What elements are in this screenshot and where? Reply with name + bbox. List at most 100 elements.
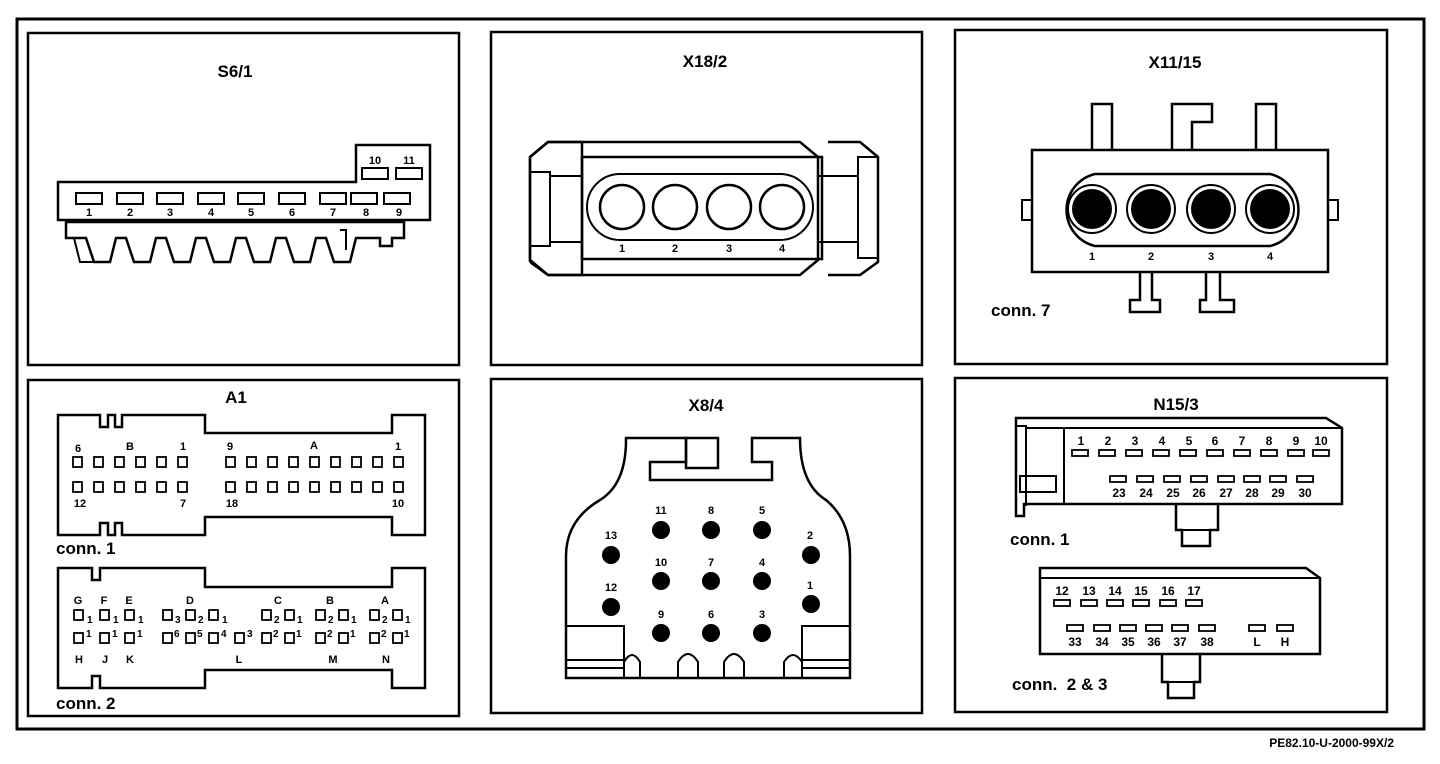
pin-label: 38 bbox=[1200, 635, 1214, 649]
panel-frame bbox=[26, 378, 461, 718]
panel-frame bbox=[953, 28, 1389, 366]
pin-label: 1 bbox=[395, 441, 401, 453]
pin-label: 8 bbox=[708, 505, 714, 517]
top-tab bbox=[1170, 102, 1214, 150]
a1-conn2-body bbox=[56, 566, 427, 690]
outer-frame bbox=[15, 17, 1426, 731]
pin-label: 3 bbox=[759, 609, 765, 621]
pin-label: 7 bbox=[708, 557, 714, 569]
pin-label: 6 bbox=[75, 443, 81, 455]
pin-subscript: 1 bbox=[296, 629, 302, 640]
pin-subscript: 1 bbox=[404, 629, 410, 640]
pin-label: 12 bbox=[1055, 584, 1069, 598]
pin-letter: N bbox=[382, 654, 390, 666]
pin-label: 7 bbox=[1239, 434, 1246, 448]
pin-label: 8 bbox=[1266, 434, 1273, 448]
pin-label: 2 bbox=[672, 243, 678, 255]
right-wing bbox=[828, 140, 880, 277]
pin-subscript: 2 bbox=[274, 615, 280, 626]
bottom-tab bbox=[1198, 272, 1236, 314]
a1-conn2-letters-bottom: H J K L M N bbox=[75, 654, 390, 666]
n15-conn23-body bbox=[1038, 566, 1322, 656]
pin-subscript: 2 bbox=[327, 629, 333, 640]
pin-label: 15 bbox=[1134, 584, 1148, 598]
pin-label: 23 bbox=[1112, 486, 1126, 500]
pin-label: 13 bbox=[605, 530, 617, 542]
pin-letter: E bbox=[125, 595, 132, 607]
a1-conn2-letters-top: G F E D C B A bbox=[74, 595, 389, 607]
n15-conn23-row2-pins bbox=[1066, 624, 1294, 632]
pin-subscript: 3 bbox=[247, 629, 253, 640]
pin-letter: K bbox=[126, 654, 134, 666]
pin-label: 14 bbox=[1108, 584, 1122, 598]
panel-s6-1: S6/1 1 2 3 4 5 6 7 8 9 10 11 bbox=[26, 31, 461, 367]
pin-label: 1 bbox=[86, 207, 92, 219]
pin-letter: A bbox=[381, 595, 389, 607]
pin-label: 25 bbox=[1166, 486, 1180, 500]
panel-n15-3: N15/3 1 2 3 4 5 6 7 8 9 10 23 24 25 bbox=[953, 376, 1389, 714]
pin-label: 11 bbox=[655, 505, 667, 517]
pin-label: 4 bbox=[208, 207, 215, 219]
pin-label: 7 bbox=[180, 498, 186, 510]
pin-label: 7 bbox=[330, 207, 336, 219]
pin-label: 33 bbox=[1068, 635, 1082, 649]
pin-letter: F bbox=[101, 595, 108, 607]
conn-label: conn. 7 bbox=[991, 301, 1051, 320]
pin-subscript: 2 bbox=[273, 629, 279, 640]
left-wing bbox=[529, 140, 584, 277]
pin-socket bbox=[1072, 189, 1112, 229]
pin-label: 9 bbox=[396, 207, 402, 219]
pin-subscript: 1 bbox=[87, 615, 93, 626]
pin-block bbox=[580, 155, 824, 261]
pin-label: 9 bbox=[227, 441, 233, 453]
pin-socket bbox=[1250, 189, 1290, 229]
pin-label: 24 bbox=[1139, 486, 1153, 500]
pin-subscript: 1 bbox=[351, 615, 357, 626]
pin-label: 2 bbox=[1105, 434, 1112, 448]
panel-title: X11/15 bbox=[1149, 53, 1202, 72]
pin-label: A bbox=[310, 440, 318, 452]
pin-socket bbox=[651, 183, 699, 231]
pin-socket bbox=[1131, 189, 1171, 229]
pin-label: 35 bbox=[1121, 635, 1135, 649]
pin-label: 5 bbox=[759, 505, 765, 517]
pin-label: 4 bbox=[1267, 251, 1274, 263]
pin-label: 6 bbox=[289, 207, 295, 219]
pin-subscript: 5 bbox=[197, 629, 203, 640]
pin-label: 27 bbox=[1219, 486, 1233, 500]
pin-label: 4 bbox=[1159, 434, 1166, 448]
connector-housing bbox=[564, 436, 852, 680]
n15-conn1-row1-pins bbox=[1071, 449, 1330, 457]
pin-label: 11 bbox=[403, 155, 415, 167]
pin-subscript: 3 bbox=[175, 615, 181, 626]
pin-label: 37 bbox=[1173, 635, 1187, 649]
pin-label: B bbox=[126, 441, 134, 453]
conn-label: conn. 2 bbox=[56, 694, 116, 713]
pin-label: 5 bbox=[248, 207, 254, 219]
pin-subscript: 2 bbox=[382, 615, 388, 626]
pin-label: 1 bbox=[619, 243, 625, 255]
panel-title: A1 bbox=[225, 388, 247, 407]
pin-label: 28 bbox=[1245, 486, 1259, 500]
pin-subscript: 2 bbox=[381, 629, 387, 640]
pin-label: 26 bbox=[1192, 486, 1206, 500]
pin-label: 2 bbox=[127, 207, 133, 219]
pin-socket bbox=[598, 183, 646, 231]
pin-letter: M bbox=[328, 654, 337, 666]
pin-label: 2 bbox=[1148, 251, 1154, 263]
pin-subscript: 1 bbox=[112, 629, 118, 640]
pin-label: 30 bbox=[1298, 486, 1312, 500]
pin-letter: H bbox=[75, 654, 83, 666]
pin-subscript: 1 bbox=[405, 615, 411, 626]
pin-subscript: 1 bbox=[138, 615, 144, 626]
key-tab bbox=[684, 436, 720, 470]
pin-socket bbox=[705, 183, 753, 231]
pin-label: 16 bbox=[1161, 584, 1175, 598]
pin-label: 10 bbox=[392, 498, 404, 510]
pin-label: 9 bbox=[658, 609, 664, 621]
bottom-tab bbox=[1128, 272, 1162, 314]
panel-frame bbox=[26, 31, 461, 367]
release-tab bbox=[1160, 654, 1202, 700]
pin-subscript: 2 bbox=[198, 615, 204, 626]
n15-conn23-row1-pins bbox=[1053, 599, 1203, 607]
